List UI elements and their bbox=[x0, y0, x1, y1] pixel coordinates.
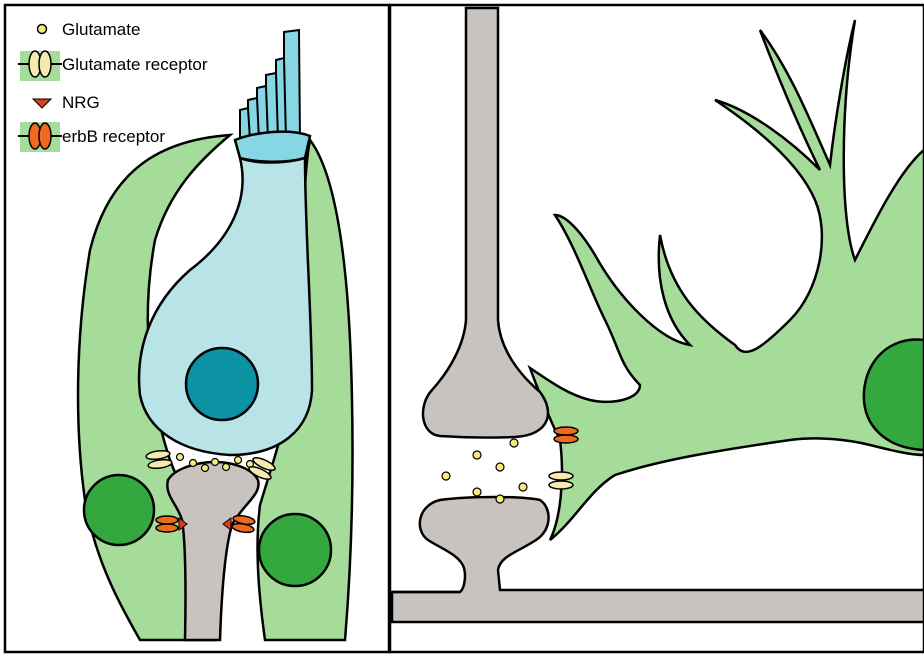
glutamate-dot bbox=[442, 472, 450, 480]
right-glia-nucleus bbox=[259, 514, 331, 586]
glutamate-dot bbox=[212, 459, 219, 466]
cuticular-plate bbox=[235, 132, 310, 162]
glutamate-receptor-icon bbox=[18, 51, 62, 81]
glutamate-dot bbox=[223, 464, 230, 471]
glutamate-dot bbox=[473, 451, 481, 459]
hair-cell-nucleus bbox=[186, 348, 258, 420]
left-glia-nucleus bbox=[84, 475, 154, 545]
glutamate-dot bbox=[496, 463, 504, 471]
glutamate-dot bbox=[202, 465, 209, 472]
glutamate-dot bbox=[519, 483, 527, 491]
legend-label-erbb-receptor: erbB receptor bbox=[62, 127, 165, 146]
legend-label-glutamate-receptor: Glutamate receptor bbox=[62, 55, 208, 74]
glutamate-dot bbox=[177, 454, 184, 461]
right-panel bbox=[390, 5, 924, 652]
erbb-receptor-icon bbox=[18, 122, 62, 152]
legend-label-nrg: NRG bbox=[62, 93, 100, 112]
glutamate-dot bbox=[473, 488, 481, 496]
glutamate-dot bbox=[190, 460, 197, 467]
glutamate-dot bbox=[510, 439, 518, 447]
legend-label-glutamate: Glutamate bbox=[62, 20, 140, 39]
glutamate-dot bbox=[235, 457, 242, 464]
glutamate-dot-icon bbox=[38, 25, 47, 34]
glutamate-dot bbox=[496, 495, 504, 503]
